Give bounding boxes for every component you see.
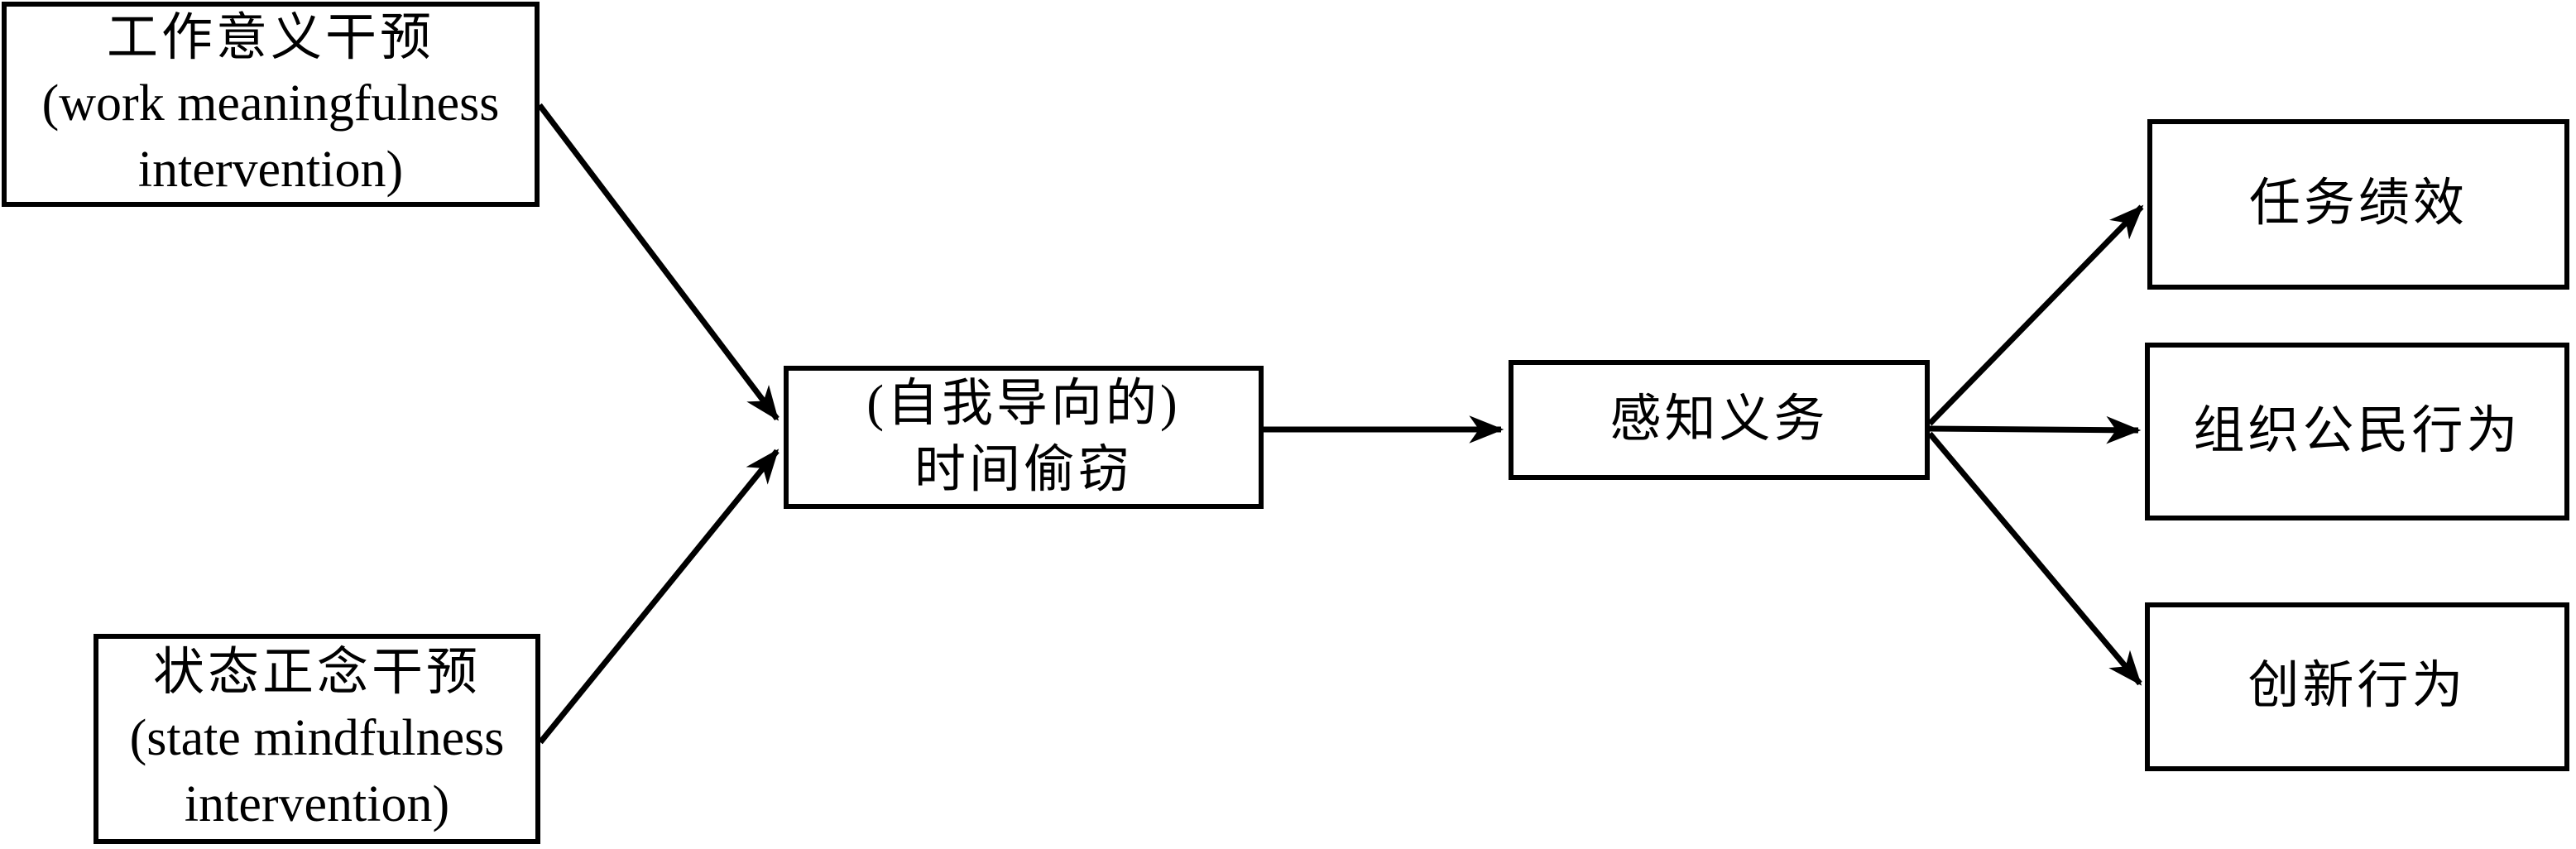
node-work-meaningfulness-intervention: 工作意义干预 (work meaningfulness intervention… (2, 2, 540, 207)
state-mindfulness-label-en-2: intervention) (184, 775, 450, 832)
work-meaningfulness-label-en-1: (work meaningfulness (41, 75, 500, 132)
node-innovative-behavior: 创新行为 (2145, 602, 2569, 771)
node-task-performance: 任务绩效 (2147, 119, 2569, 290)
node-self-directed-time-theft: (自我导向的) 时间偷窃 (784, 366, 1264, 509)
task-performance-label: 任务绩效 (2248, 175, 2468, 233)
arrow-perceived-obligation-to-task-performance (1927, 204, 2144, 426)
organizational-citizenship-behavior-label: 组织公民行为 (2193, 402, 2521, 459)
state-mindfulness-label-en-1: (state mindfulness (129, 710, 505, 767)
node-state-mindfulness-intervention: 状态正念干预 (state mindfulness intervention) (94, 634, 540, 844)
arrow-state-to-time-theft (538, 448, 780, 745)
arrow-perceived-obligation-to-innovative-behavior (1927, 431, 2142, 686)
work-meaningfulness-label-zh: 工作意义干预 (106, 9, 434, 66)
time-theft-label-line-2: 时间偷窃 (914, 441, 1133, 498)
state-mindfulness-label-zh: 状态正念干预 (152, 644, 481, 701)
node-perceived-obligation: 感知义务 (1509, 360, 1930, 480)
arrow-work-to-time-theft (537, 103, 780, 421)
work-meaningfulness-label-en-2: intervention) (137, 141, 404, 198)
node-organizational-citizenship-behavior: 组织公民行为 (2145, 343, 2569, 520)
time-theft-label-line-1: (自我导向的) (866, 376, 1181, 433)
arrow-perceived-obligation-to-ocb (1929, 415, 2142, 444)
innovative-behavior-label: 创新行为 (2247, 658, 2467, 715)
perceived-obligation-label: 感知义务 (1609, 391, 1829, 448)
